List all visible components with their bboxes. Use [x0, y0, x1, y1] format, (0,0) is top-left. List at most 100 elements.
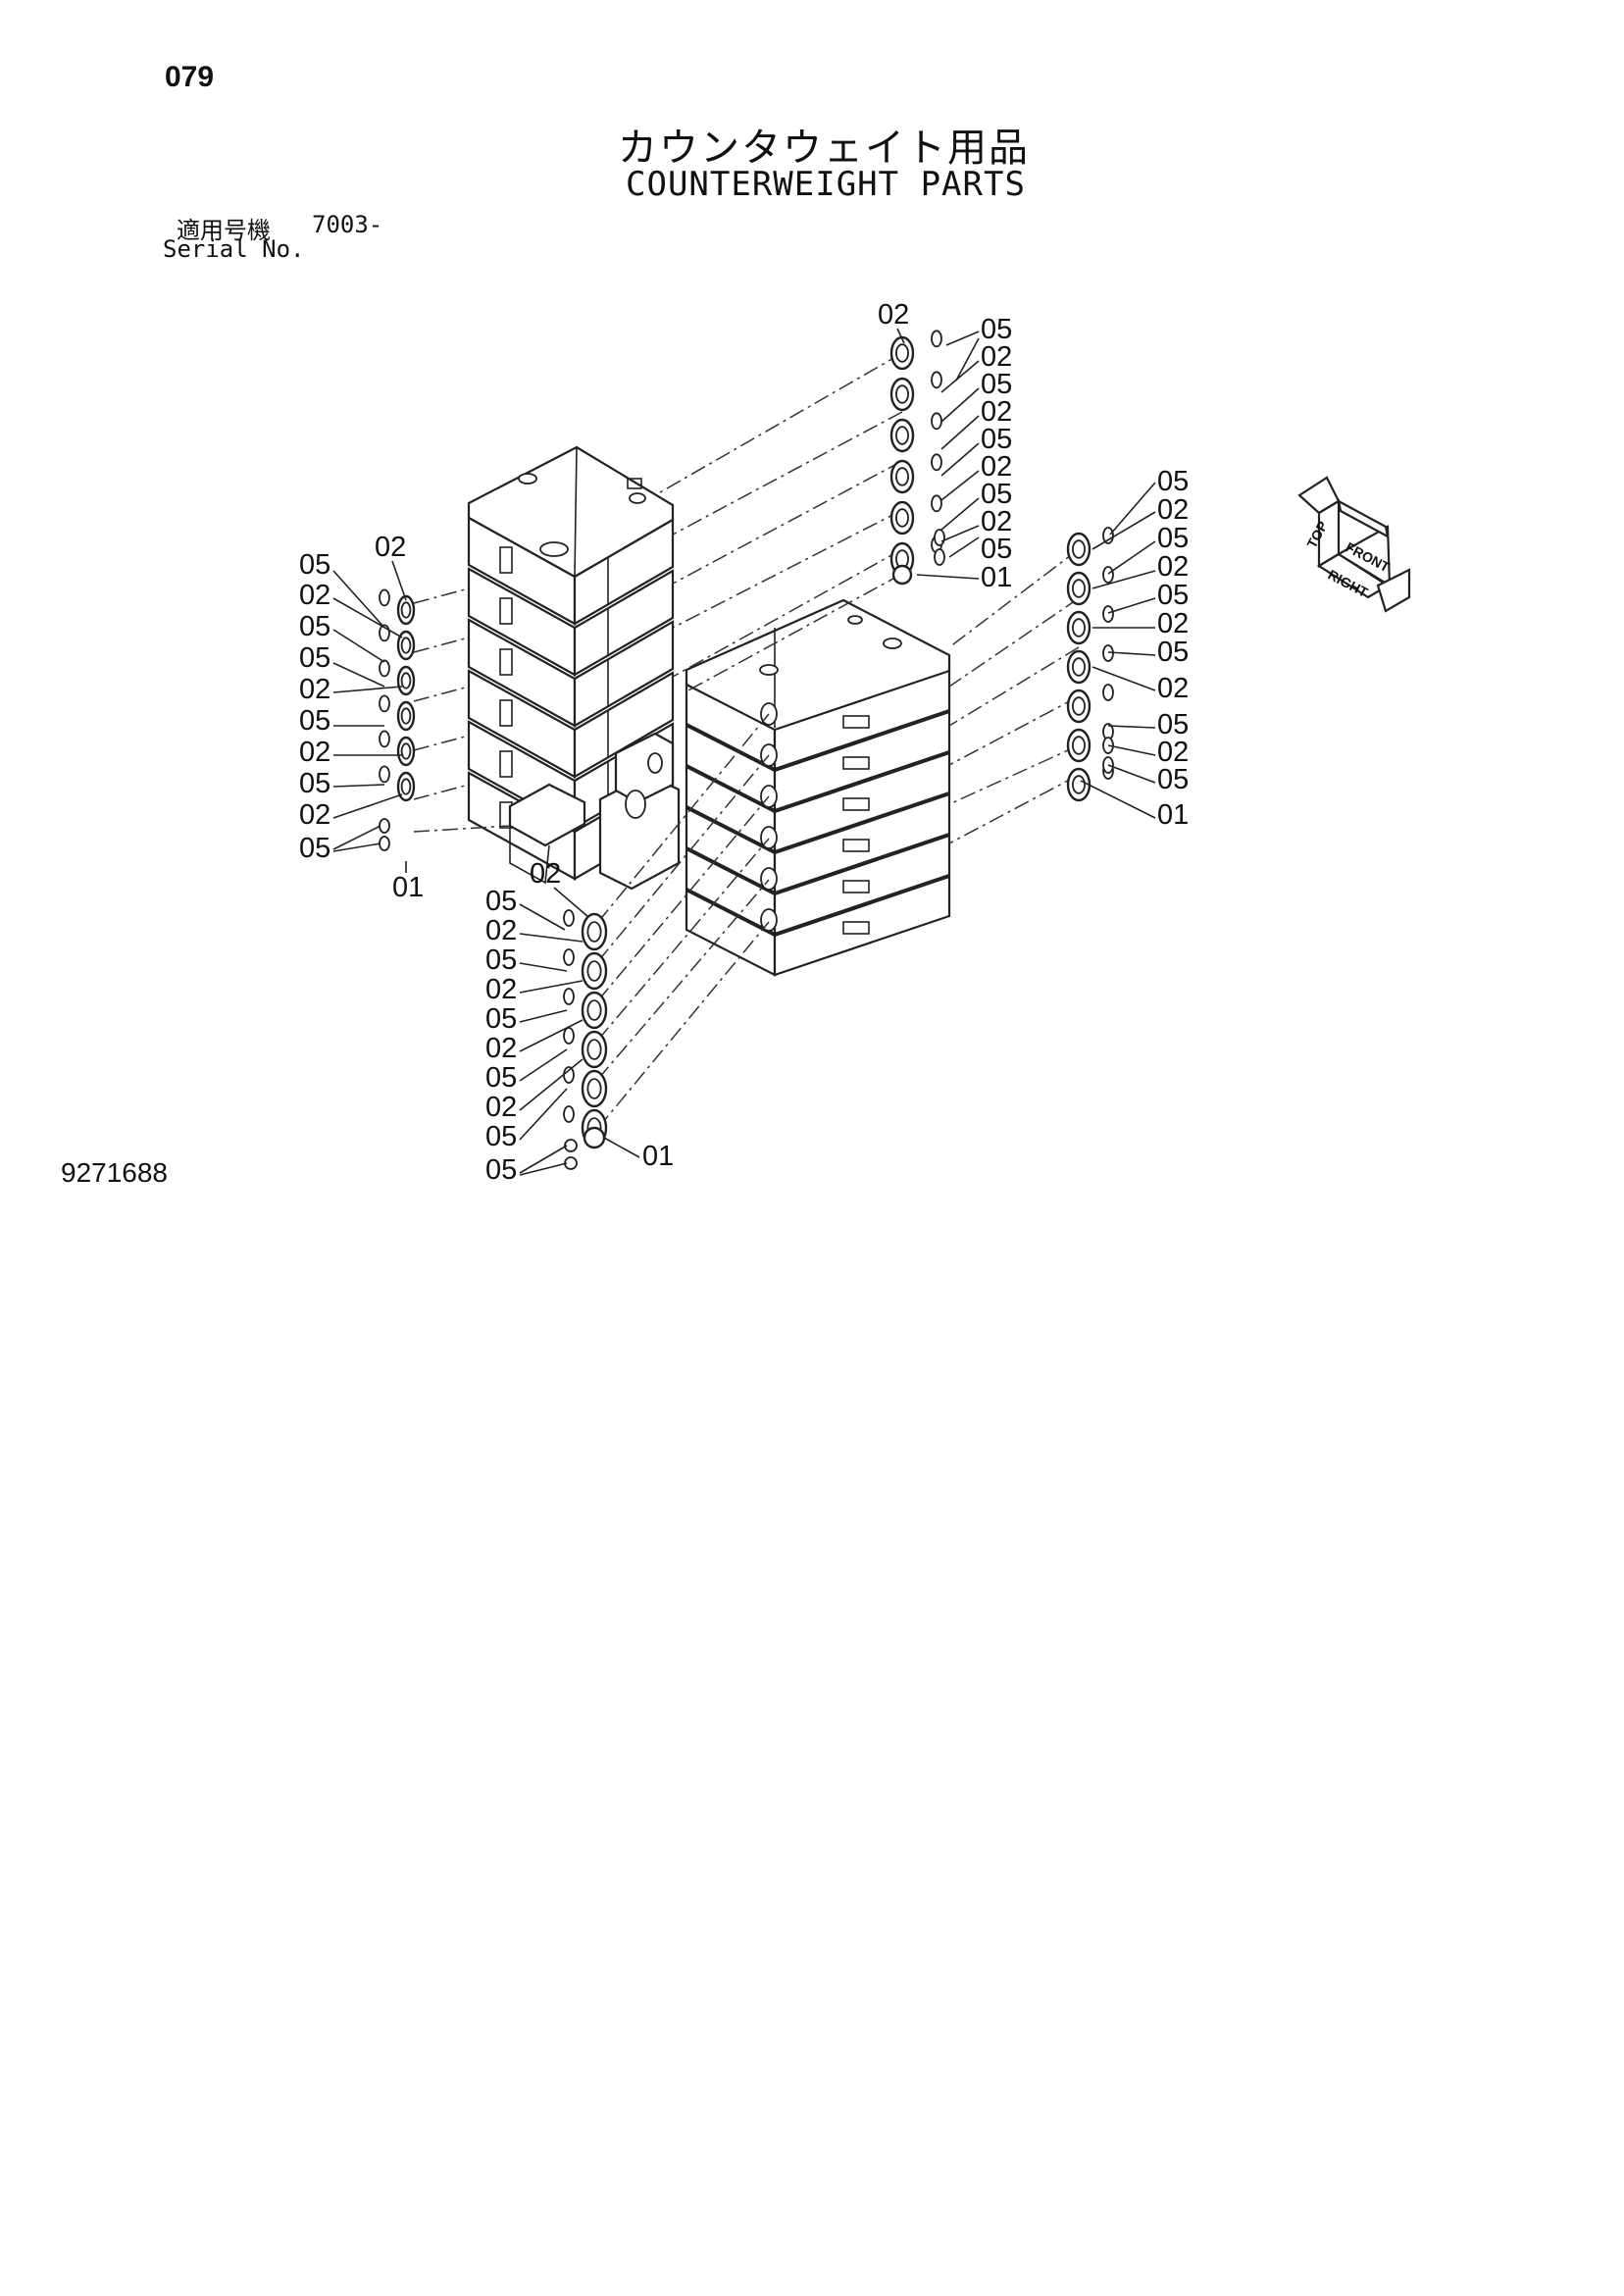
- bolt-head: [379, 836, 390, 851]
- leader-line: [332, 662, 385, 688]
- callout-label: 05: [299, 705, 330, 737]
- bolt-head: [931, 330, 942, 348]
- alignment-dash-line: [413, 587, 470, 604]
- callout-label: 05: [485, 1062, 517, 1094]
- leader-line: [940, 360, 980, 393]
- alignment-dash-line: [654, 352, 903, 496]
- leader-line: [332, 825, 381, 850]
- alignment-dash-line: [597, 713, 770, 923]
- leader-line: [332, 686, 403, 693]
- weight-tier-pocket: [842, 756, 870, 770]
- weight-tier-pocket: [842, 797, 870, 811]
- alignment-dash-line: [948, 695, 1080, 766]
- plate-hole: [895, 384, 909, 404]
- plate-hole: [586, 1078, 602, 1099]
- leader-line: [1107, 540, 1156, 575]
- leader-line: [332, 570, 385, 629]
- callout-label: 02: [1157, 673, 1189, 704]
- leader-line: [519, 1048, 568, 1082]
- callout-group-top-center: 02 05 02 05 02 05 02 05 02 05 01: [878, 299, 1012, 593]
- callout-label: 05: [1157, 466, 1189, 497]
- plate-hole: [1072, 579, 1086, 598]
- callout-label: 02: [485, 1033, 517, 1064]
- weight-tier-pocket: [842, 715, 870, 729]
- leader-line: [940, 470, 980, 501]
- plate-hole: [1072, 775, 1086, 794]
- bolt-head: [1102, 566, 1114, 584]
- callout-label: 01: [981, 562, 1012, 593]
- bolt-head: [379, 659, 390, 678]
- callout-label: 02: [1157, 494, 1189, 526]
- callout-label: 05: [485, 886, 517, 917]
- plate-hole: [400, 778, 412, 795]
- alignment-dash-line: [597, 795, 770, 1001]
- leader-line: [519, 962, 568, 972]
- leader-line: [519, 1162, 568, 1176]
- alignment-dash-line: [413, 637, 470, 653]
- bolt-head: [379, 588, 390, 607]
- weight-tier-side: [573, 671, 675, 779]
- bolt-head: [563, 909, 575, 927]
- plate-end: [583, 1126, 606, 1149]
- bolt-head: [931, 453, 942, 472]
- callout-label: 02: [1157, 737, 1189, 768]
- alignment-dash-line: [948, 744, 1080, 805]
- weight-tier-pocket: [499, 597, 513, 625]
- bolt-head: [379, 818, 390, 834]
- weight-tier-side: [573, 518, 675, 626]
- callout-label: 02: [981, 341, 1012, 373]
- weight-tier-side: [573, 569, 675, 677]
- leader-line: [1091, 570, 1156, 589]
- plate-hole: [400, 707, 412, 725]
- bolt-head: [563, 988, 575, 1005]
- alignment-dash-line: [413, 686, 470, 702]
- plate-hole: [586, 921, 602, 943]
- leader-line: [519, 1145, 568, 1174]
- weight-tier-hole: [760, 867, 778, 891]
- alignment-dash-line: [597, 838, 770, 1041]
- leader-lines: [332, 328, 1156, 1176]
- callout-label: 05: [981, 479, 1012, 510]
- serial-label-english: Serial No.: [163, 235, 305, 263]
- alignment-dash-line: [948, 548, 1080, 648]
- callout-label: 05: [981, 424, 1012, 455]
- title-japanese: カウンタウェイト用品: [618, 126, 1030, 171]
- callout-label: 02: [485, 974, 517, 1005]
- plate-hole: [1072, 539, 1086, 559]
- weight-tier-pocket: [842, 880, 870, 893]
- callout-label: 05: [485, 1154, 517, 1186]
- plate-hole: [1072, 736, 1086, 755]
- bolt-head: [931, 371, 942, 389]
- leader-line: [1080, 780, 1156, 819]
- bolt-head: [379, 730, 390, 748]
- leader-line: [332, 842, 381, 852]
- bolt-head: [379, 765, 390, 784]
- callout-label: 01: [642, 1141, 674, 1172]
- side-plates: [379, 330, 1114, 1170]
- callout-label: 05: [981, 534, 1012, 565]
- plate-hole: [400, 601, 412, 619]
- weight-tier-pocket: [499, 699, 513, 727]
- alignment-dash-lines: [413, 352, 1080, 1129]
- callout-group-left: 02 05 02 05 05 02 05 02 05 02 05 01: [299, 532, 424, 903]
- center-mount-bracket: [508, 732, 681, 891]
- plate-hole: [400, 637, 412, 654]
- callout-label: 02: [1157, 551, 1189, 583]
- leader-line: [1091, 666, 1156, 691]
- serial-label-japanese: 適用号機: [177, 217, 271, 244]
- callout-label: 02: [530, 858, 561, 890]
- callout-label: 05: [299, 768, 330, 799]
- leader-line: [519, 903, 566, 931]
- plate-hole: [400, 742, 412, 760]
- leader-line: [519, 933, 584, 943]
- callout-label: 01: [1157, 799, 1189, 831]
- weight-tier-hole: [760, 908, 778, 932]
- page-number: 079: [165, 61, 215, 93]
- leader-line: [896, 328, 905, 344]
- leader-line: [519, 980, 584, 994]
- alignment-dash-line: [948, 597, 1080, 688]
- bolt-head: [931, 494, 942, 513]
- plate-hole: [1072, 696, 1086, 716]
- leader-line: [945, 331, 980, 346]
